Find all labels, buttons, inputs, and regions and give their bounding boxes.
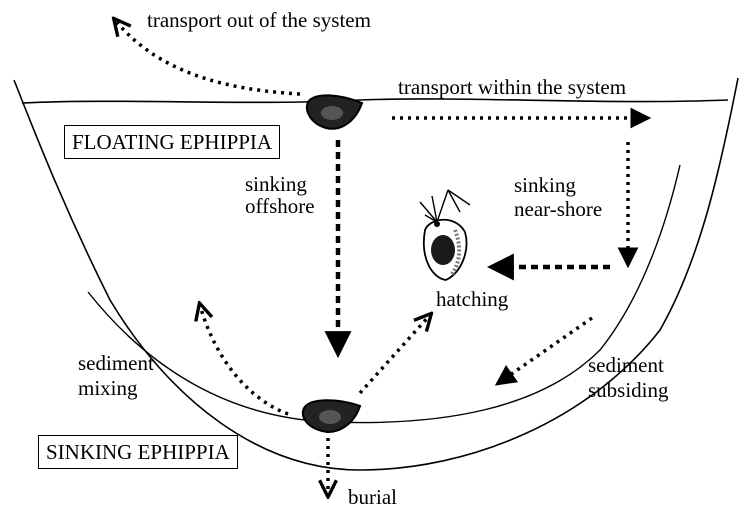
daphnia-icon [419, 189, 471, 281]
hatching-label: hatching [436, 287, 509, 311]
sinking-ephippia-box: SINKING EPHIPPIA [38, 435, 238, 469]
floating-ephippia-box: FLOATING EPHIPPIA [64, 125, 281, 159]
sinking-offshore-label-2: offshore [245, 194, 315, 218]
water-surface [21, 98, 729, 104]
sinking-offshore-label-1: sinking [245, 172, 307, 196]
burial-label: burial [348, 485, 397, 509]
sediment-subsiding-arrow [494, 316, 593, 386]
hatching-up-arrow [358, 315, 430, 395]
sediment-subsiding-label-2: subsiding [588, 378, 669, 402]
sediment-layer [87, 164, 681, 424]
sinking-nearshore-label-2: near-shore [514, 197, 603, 221]
transport-out-arrow [115, 20, 301, 96]
transport-within-label: transport within the system [398, 75, 627, 99]
sediment-mixing-label-2: mixing [78, 376, 138, 400]
ephippium-icon [306, 94, 364, 130]
transport-out-label: transport out of the system [147, 8, 371, 32]
ephippium-icon [302, 399, 362, 433]
lake-basin-outer [13, 77, 739, 471]
sinking-nearshore-label-1: sinking [514, 173, 576, 197]
sediment-subsiding-label-1: sediment [588, 353, 664, 377]
sediment-mixing-arrow [200, 305, 289, 416]
sediment-mixing-label-1: sediment [78, 351, 154, 375]
